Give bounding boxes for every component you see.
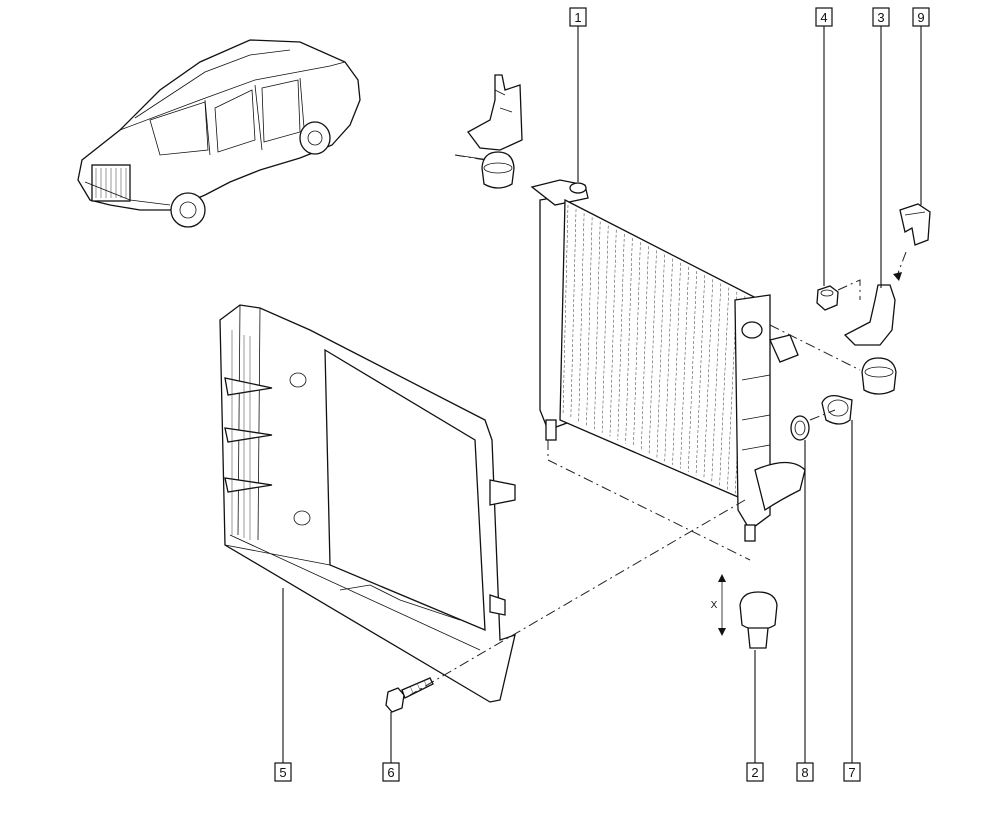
bracket-icon (454, 74, 523, 161)
drain-plug-icon (821, 395, 853, 425)
callout-6-label: 6 (387, 765, 394, 780)
callout-9-label: 9 (917, 10, 924, 25)
callout-4: 4 (815, 7, 833, 27)
clip-icon (893, 203, 931, 281)
dimension-x-label: X (711, 600, 718, 611)
car-icon (77, 39, 361, 228)
callout-3-label: 3 (877, 10, 884, 25)
rubber-mount-icon (718, 574, 778, 649)
callout-4-label: 4 (820, 10, 827, 25)
callout-5-label: 5 (279, 765, 286, 780)
callout-2: 2 (746, 762, 764, 782)
callout-6: 6 (382, 762, 400, 782)
bolt-icon (385, 677, 434, 713)
rubber-mount-icon (481, 151, 515, 189)
callout-8: 8 (796, 762, 814, 782)
leader-lines (282, 26, 922, 763)
callout-1: 1 (569, 7, 587, 27)
callout-7: 7 (843, 762, 861, 782)
callout-7-label: 7 (848, 765, 855, 780)
assembly-lines (409, 154, 861, 696)
fan-shroud-icon (219, 304, 516, 703)
bracket-icon (843, 284, 897, 395)
callout-1-label: 1 (574, 10, 581, 25)
callout-8-label: 8 (801, 765, 808, 780)
seal-ring-icon (790, 415, 810, 441)
callout-5: 5 (274, 762, 292, 782)
callout-3: 3 (872, 7, 890, 27)
callout-2-label: 2 (751, 765, 758, 780)
nut-icon (816, 285, 839, 311)
radiator-icon (530, 179, 806, 542)
callout-9: 9 (912, 7, 930, 27)
